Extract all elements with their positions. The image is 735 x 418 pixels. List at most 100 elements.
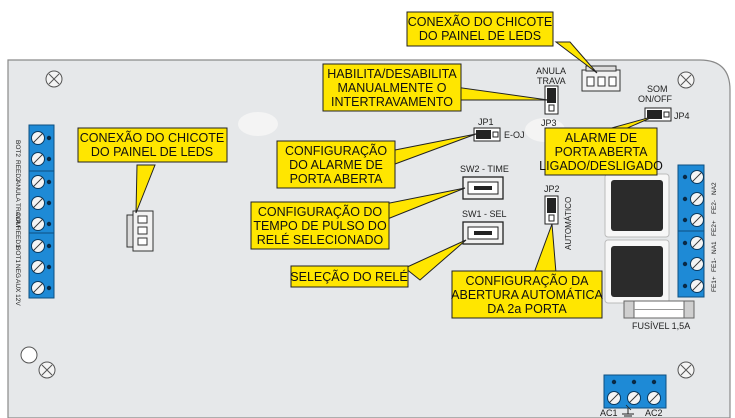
callout-text: ALARME DE	[565, 131, 637, 145]
callout-auto-open: CONFIGURAÇÃO DA ABERTURA AUTOMÁTICA DA 2…	[451, 223, 603, 319]
terminal-pin	[46, 179, 52, 185]
callout-text: CONFIGURAÇÃO	[285, 144, 387, 158]
callout-text: INTERTRAVAMENTO	[331, 95, 453, 109]
ac1-label: AC1	[600, 408, 618, 418]
terminal-pin	[682, 240, 688, 246]
left-terminal-block	[28, 124, 55, 299]
screw-hole-icon	[38, 361, 56, 379]
callout-text: DO PAINEL DE LEDS	[419, 29, 541, 43]
relay	[604, 173, 670, 238]
callout-text: LIGADO/DESLIGADO	[539, 159, 663, 173]
callout-alarm-config: CONFIGURAÇÃO DO ALARME DE PORTA ABERTA	[276, 133, 477, 189]
sw1-label: SW1 - SEL	[462, 209, 507, 219]
terminal-pin	[682, 217, 688, 223]
callout-text: DO PAINEL DE LEDS	[91, 145, 213, 159]
som-label-1: SOM	[647, 84, 668, 94]
fuse	[623, 300, 695, 319]
terminal-pin	[682, 174, 688, 180]
terminal-screw-icon	[690, 170, 704, 184]
connector-icon	[581, 65, 621, 92]
jumper-icon	[473, 127, 501, 142]
callout-text: CONFIGURAÇÃO DO	[258, 205, 383, 219]
terminal-screw-icon	[31, 131, 45, 145]
jp2-label: JP2	[544, 184, 560, 194]
callout-text: RELÉ SELECIONADO	[257, 232, 384, 247]
terminal-screw-icon	[31, 152, 45, 166]
jp1-label: JP1	[478, 117, 494, 127]
terminal-label-bot2: BOT2	[14, 140, 21, 157]
callout-text: SELEÇÃO DO RELÉ	[290, 269, 407, 284]
terminal-label-reed2: REED2	[14, 160, 21, 182]
ac2-label: AC2	[645, 408, 663, 418]
terminal-pin	[46, 200, 52, 206]
terminal-label-bot1: BOT1	[14, 246, 21, 263]
terminal-label-na1: NA1	[711, 241, 718, 254]
terminal-label-fe1-plus: FE1+	[711, 276, 718, 292]
terminal-screw-icon	[31, 281, 45, 295]
ground-icon	[622, 404, 634, 417]
screw-hole-icon	[677, 361, 695, 379]
callout-text: TEMPO DE PULSO DO	[253, 219, 387, 233]
terminal-screw-icon	[31, 196, 45, 210]
anula-label-2: TRAVA	[537, 76, 566, 86]
terminal-pin	[46, 221, 52, 227]
screw-hole-icon	[45, 70, 63, 88]
callout-pulse-time: CONFIGURAÇÃO DO TEMPO DE PULSO DO RELÉ S…	[250, 187, 466, 250]
terminal-label-fe2-minus: FE2-	[711, 200, 718, 214]
terminal-label-aux-12v: AUX 12V	[14, 279, 21, 306]
right-terminal-block	[677, 164, 705, 298]
right-terminal-labels: FE1+ FE1- NA1 FE2+ FE2- NA2	[711, 182, 718, 292]
e-oj-label: E-OJ	[504, 130, 525, 140]
callout-text: CONEXÃO DO CHICOTE	[408, 15, 552, 29]
callout-alarm-onoff: ALARME DE PORTA ABERTA LIGADO/DESLIGADO	[539, 115, 663, 176]
terminal-label-neg: NEG	[14, 264, 21, 278]
terminal-label-fe2-plus: FE2+	[711, 220, 718, 236]
ac-terminal-block	[603, 374, 667, 409]
sw2-button	[462, 176, 504, 200]
callout-text: HABILITA/DESABILITA	[327, 67, 457, 81]
terminal-pin	[46, 135, 52, 141]
callout-text: CONEXÃO DO CHICOTE	[80, 131, 224, 145]
terminal-pin	[46, 285, 52, 291]
terminal-screw-icon	[607, 391, 621, 405]
terminal-pin	[611, 379, 617, 385]
terminal-screw-icon	[31, 175, 45, 189]
callout-relay-select: SELEÇÃO DO RELÉ	[290, 239, 467, 288]
callout-text: DO ALARME DE	[289, 158, 383, 172]
terminal-screw-icon	[690, 236, 704, 250]
terminal-pin	[651, 379, 657, 385]
terminal-label-anula-trava: ANULA TRAVA	[14, 180, 21, 224]
terminal-screw-icon	[647, 391, 661, 405]
callout-text: ABERTURA AUTOMÁTICA	[451, 287, 603, 302]
callout-text: CONFIGURAÇÃO DA	[466, 274, 590, 288]
terminal-screw-icon	[690, 213, 704, 227]
callout-text: MANUALMENTE O	[337, 81, 446, 95]
terminal-label-fe1-minus: FE1-	[711, 258, 718, 272]
left-terminal-labels: BOT2 REED2 ANULA TRAVA COM REED1 BOT1 NE…	[14, 140, 21, 306]
terminal-pin	[682, 196, 688, 202]
jp3-label: JP3	[541, 118, 557, 128]
terminal-screw-icon	[31, 239, 45, 253]
jp4-label: JP4	[674, 111, 690, 121]
jumper-icon	[544, 195, 559, 225]
jumper-icon	[544, 85, 559, 115]
terminal-screw-icon	[690, 279, 704, 293]
connector-icon	[126, 210, 154, 252]
terminal-label-na2: NA2	[711, 182, 718, 195]
callout-top-connector: CONEXÃO DO CHICOTE DO PAINEL DE LEDS	[406, 11, 598, 74]
callout-text: PORTA ABERTA	[290, 172, 384, 186]
terminal-screw-icon	[627, 391, 641, 405]
terminal-screw-icon	[690, 257, 704, 271]
fuse-label: FUSÍVEL 1,5A	[632, 321, 690, 331]
callout-text: DA 2a PORTA	[487, 302, 567, 316]
callout-text: PORTA ABERTA	[555, 145, 649, 159]
terminal-pin	[46, 264, 52, 270]
mounting-hole	[20, 346, 38, 364]
terminal-screw-icon	[31, 260, 45, 274]
terminal-screw-icon	[31, 217, 45, 231]
callout-habilita: HABILITA/DESABILITA MANUALMENTE O INTERT…	[322, 63, 549, 112]
terminal-pin	[631, 379, 637, 385]
terminal-screw-icon	[690, 192, 704, 206]
screw-hole-icon	[677, 71, 695, 89]
